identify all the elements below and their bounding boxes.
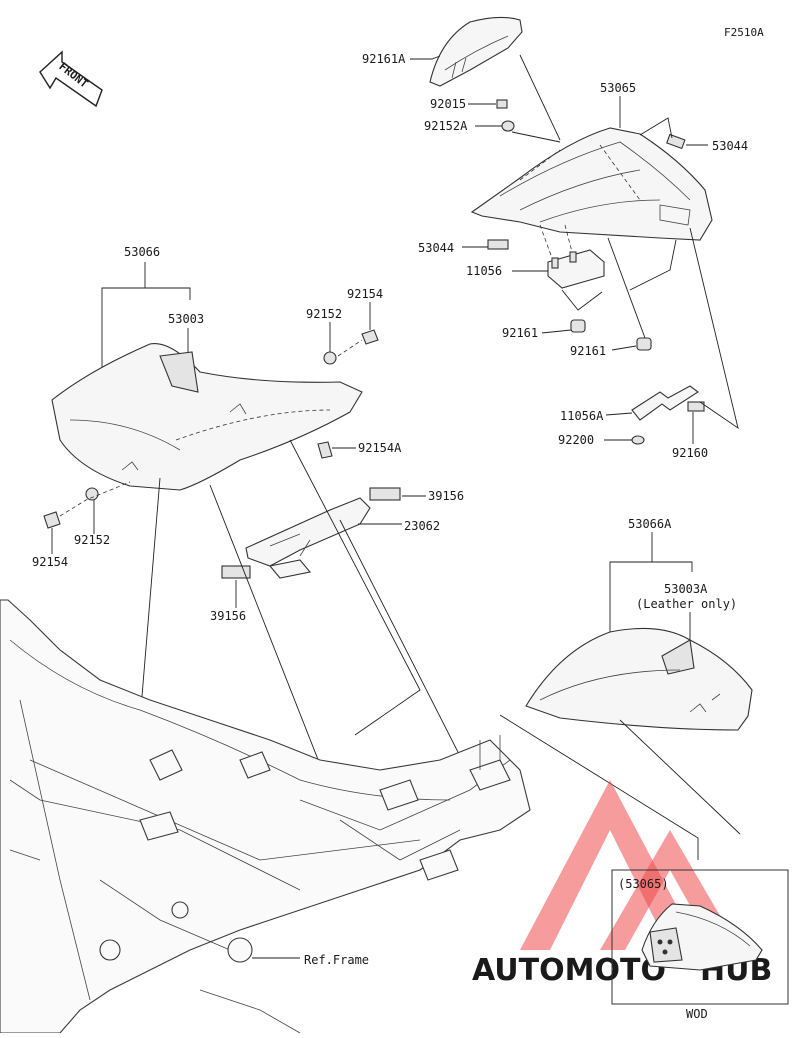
motorcycle-frame-reference — [0, 599, 531, 1034]
inset-box-53065-wod — [611, 869, 789, 1005]
label-53065: 53065 — [600, 81, 636, 95]
part-92154-bolt-bot — [43, 511, 61, 529]
label-92152-top: 92152 — [306, 307, 342, 321]
label-39156-right: 39156 — [428, 489, 464, 503]
label-11056A: 11056A — [560, 409, 604, 423]
label-53044-left: 53044 — [418, 241, 454, 255]
label-92161-b: 92161 — [570, 344, 606, 358]
label-92160: 92160 — [672, 446, 708, 460]
label-92154-bot: 92154 — [32, 555, 68, 569]
label-92152A: 92152A — [424, 119, 468, 133]
figure-code: F2510A — [724, 26, 764, 39]
label-92161A: 92161A — [362, 52, 406, 66]
part-92152A-collar — [501, 120, 515, 132]
label-92154-top: 92154 — [347, 287, 383, 301]
part-92161-grommet-b — [636, 337, 652, 351]
part-92200-washer — [631, 435, 645, 445]
part-92160-damper — [687, 401, 705, 412]
part-53066-front-seat — [51, 343, 363, 491]
label-39156-left: 39156 — [210, 609, 246, 623]
label-ref-frame: Ref.Frame — [304, 953, 369, 967]
label-92152-bot: 92152 — [74, 533, 110, 547]
part-11056-bracket — [539, 224, 605, 289]
part-92154-bolt-top — [361, 329, 379, 345]
label-53003A-note: (Leather only) — [636, 597, 737, 611]
part-53044-pad-left — [487, 239, 509, 250]
label-53066A: 53066A — [628, 517, 672, 531]
front-arrow-icon: FRONT — [39, 50, 103, 108]
part-53065-rear-cover — [470, 127, 713, 241]
part-92015-clip — [496, 99, 508, 109]
label-53044-top: 53044 — [712, 139, 748, 153]
label-92161-a: 92161 — [502, 326, 538, 340]
part-92161-grommet-a — [570, 319, 586, 333]
label-23062: 23062 — [404, 519, 440, 533]
part-92152-collar-bot — [85, 487, 99, 501]
part-92152-collar-top — [323, 351, 337, 365]
label-92154A: 92154A — [358, 441, 402, 455]
part-92161A-seat-cowl — [429, 16, 523, 87]
inset-caption: WOD — [686, 1007, 708, 1021]
part-23062-bracket — [245, 497, 371, 579]
inset-title: (53065) — [618, 877, 669, 891]
part-53066A-seat — [525, 627, 753, 731]
part-53044-pad-top — [666, 133, 686, 150]
label-53003: 53003 — [168, 312, 204, 326]
part-11056A-stay — [631, 385, 699, 421]
label-92015: 92015 — [430, 97, 466, 111]
label-53066: 53066 — [124, 245, 160, 259]
label-53003A: 53003A — [664, 582, 708, 596]
watermark-text-part1: AUTOMOTO — [472, 953, 666, 988]
part-39156-damper-right — [369, 487, 401, 501]
label-11056: 11056 — [466, 264, 502, 278]
part-92154A-bolt — [317, 441, 333, 459]
label-92200: 92200 — [558, 433, 594, 447]
